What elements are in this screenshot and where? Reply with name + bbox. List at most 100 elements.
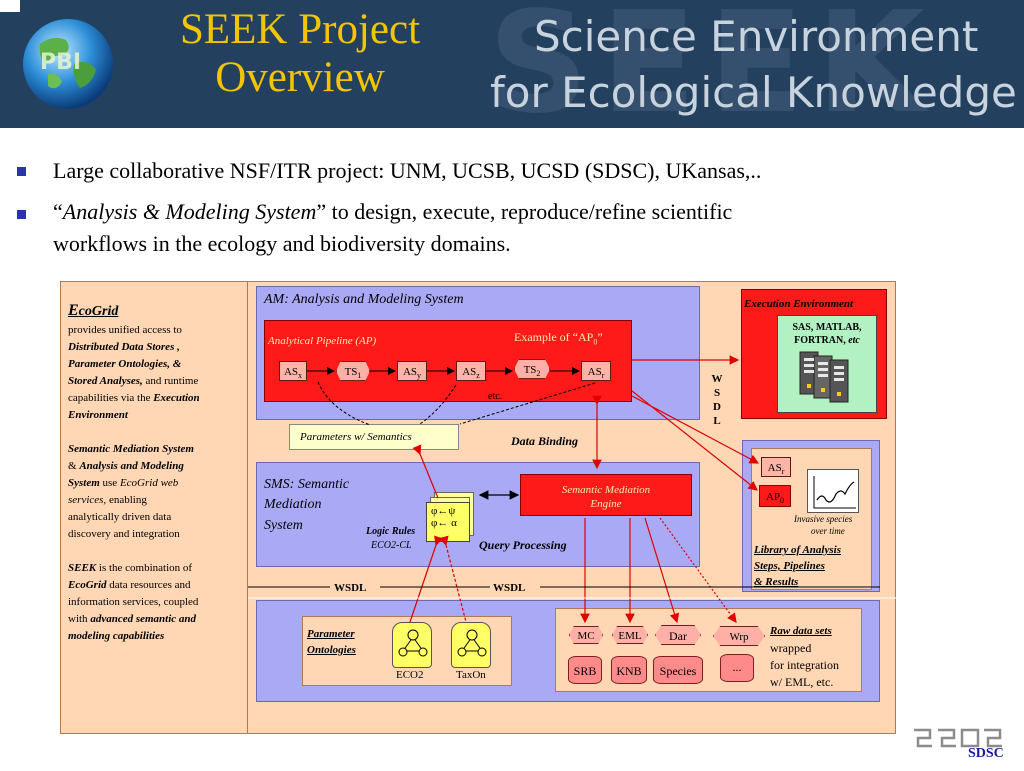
ontology-graph-icon <box>457 629 487 657</box>
trend-line-icon <box>813 476 856 509</box>
ontologies-title-1: Parameter <box>307 628 355 640</box>
sms-title-3: System <box>264 518 303 533</box>
query-processing-label: Query Processing <box>479 538 567 552</box>
library-title-1: Library of Analysis <box>754 544 841 556</box>
banner-line-2: for Ecological Knowledge <box>490 68 1017 117</box>
engine-line-2: Engine <box>590 498 622 510</box>
invasive-chart <box>807 469 859 513</box>
example-text: Example of “AP <box>514 330 594 344</box>
ecogrid-line: Environment <box>68 409 128 421</box>
bullet-2-close-quote: ” <box>316 199 327 224</box>
library-title-3: & Results <box>754 576 799 588</box>
rawdata-db-more: ... <box>720 654 754 682</box>
rule-1: φ←ψ <box>431 505 456 517</box>
seek-banner: SEEK Science Environment for Ecological … <box>470 0 1024 128</box>
ontology-taxon <box>451 622 491 668</box>
ecogrid-span: and runtime <box>142 375 199 387</box>
rawdata-hex-wrp: Wrp <box>713 626 765 646</box>
library-asr: ASr <box>761 457 791 477</box>
exec-env-title: Execution Environment <box>744 298 854 310</box>
node-sub: r <box>601 371 605 381</box>
sms-title-2: Mediation <box>264 497 322 512</box>
tools-line-2: FORTRAN, etc <box>778 334 876 347</box>
logo-text: PBI <box>40 50 82 75</box>
parameters-box: Parameters w/ Semantics <box>289 424 459 450</box>
pipeline-node-asr: ASr <box>581 361 611 381</box>
node-base: TS <box>344 366 358 378</box>
node-sub: z <box>476 371 480 381</box>
ecogrid-span: is the combination of <box>96 562 193 574</box>
wsdl-vertical-label: W S D L <box>711 372 723 428</box>
bullet-1: Large collaborative NSF/ITR project: UNM… <box>53 158 762 183</box>
tools-etc: etc <box>848 335 860 346</box>
sdsc-logo: SDSC <box>910 726 1014 766</box>
rawdata-line-2: wrapped <box>770 641 812 655</box>
wsdl-right-label: WSDL <box>493 582 526 594</box>
etc-label: etc. <box>488 391 503 402</box>
rawdata-hex-mc: MC <box>569 626 603 644</box>
bullet-marker <box>17 210 26 219</box>
ecogrid-span: capabilities via the <box>68 392 154 404</box>
ecogrid-title: EcoGrid <box>68 302 246 320</box>
bullet-2-italic: Analysis & Modeling System <box>62 199 317 224</box>
ecogrid-p1: provides unified access to Distributed D… <box>68 322 246 424</box>
asr-sub: r <box>781 467 785 477</box>
pipeline-label: Analytical Pipeline (AP) <box>268 335 377 347</box>
wsdl-left-label: WSDL <box>334 582 367 594</box>
node-base: AS <box>587 366 602 378</box>
ecogrid-p3: SEEK is the combination of EcoGrid data … <box>68 560 246 645</box>
ecogrid-line: Semantic Mediation System <box>68 443 194 455</box>
wsdl-letter: W <box>711 373 723 385</box>
example-label: Example of “AP0” <box>514 330 603 349</box>
rule-2: φ← α <box>431 517 457 529</box>
corner-mark <box>0 0 20 12</box>
ecogrid-line: information services, coupled <box>68 596 199 608</box>
ecogrid-text: EcoGrid provides unified access to Distr… <box>68 302 246 645</box>
rawdata-panel <box>555 608 862 692</box>
ontologies-title-2: Ontologies <box>307 644 356 656</box>
node-sub: x <box>298 371 303 381</box>
ecogrid-line: modeling capabilities <box>68 630 165 642</box>
chart-caption-1: Invasive species <box>794 514 853 524</box>
node-sub: 2 <box>536 369 541 379</box>
wsdl-connector-lines <box>248 586 896 599</box>
ecogrid-span: & <box>68 460 80 472</box>
ecogrid-line: Parameter Ontologies, & <box>68 358 182 370</box>
library-title-2: Steps, Pipelines <box>754 560 825 572</box>
ontology-eco2-label: ECO2 <box>396 669 424 681</box>
logic-rules-doc-front: φ←ψ φ← α <box>426 502 470 542</box>
pipeline-node-ts2: TS2 <box>514 359 550 379</box>
ontology-taxon-label: TaxOn <box>456 669 486 681</box>
ecogrid-span: Stored Analyses, <box>68 375 143 387</box>
globe-logo: PBI <box>18 14 118 114</box>
ecogrid-line: provides unified access to <box>68 324 182 336</box>
bullet-2: “Analysis & Modeling System” to design, … <box>53 197 732 227</box>
ecogrid-title-cap: E <box>68 302 79 319</box>
ontology-graph-icon <box>398 629 428 657</box>
server-icon <box>798 348 858 406</box>
example-close: ” <box>597 330 603 344</box>
data-binding-label: Data Binding <box>511 434 579 448</box>
node-base: AS <box>283 366 299 378</box>
ap0-base: AP <box>765 491 781 503</box>
ecogrid-line: Distributed Data Stores , <box>68 341 180 353</box>
rawdata-line-4: w/ EML, etc. <box>770 675 834 689</box>
ecogrid-panel <box>60 281 248 734</box>
banner-line-1: Science Environment <box>534 12 979 61</box>
rawdata-title: Raw data sets <box>770 625 832 637</box>
node-base: AS <box>402 366 418 378</box>
library-ap0: AP0 <box>759 485 791 507</box>
wsdl-letter: S <box>713 387 721 399</box>
pipeline-node-asx: ASx <box>279 361 307 381</box>
rawdata-db-srb: SRB <box>568 656 602 684</box>
rawdata-db-knb: KNB <box>611 656 647 684</box>
ap0-sub: 0 <box>780 496 785 506</box>
ecogrid-span: enabling <box>106 494 147 506</box>
logic-rules-label: Logic Rules <box>366 526 416 537</box>
sdsc-maze-icon <box>914 728 1002 748</box>
ecogrid-span: use <box>99 477 120 489</box>
title-line-1: SEEK Project <box>179 6 421 53</box>
sdsc-text: SDSC <box>968 746 1004 761</box>
globe-icon <box>23 19 113 109</box>
